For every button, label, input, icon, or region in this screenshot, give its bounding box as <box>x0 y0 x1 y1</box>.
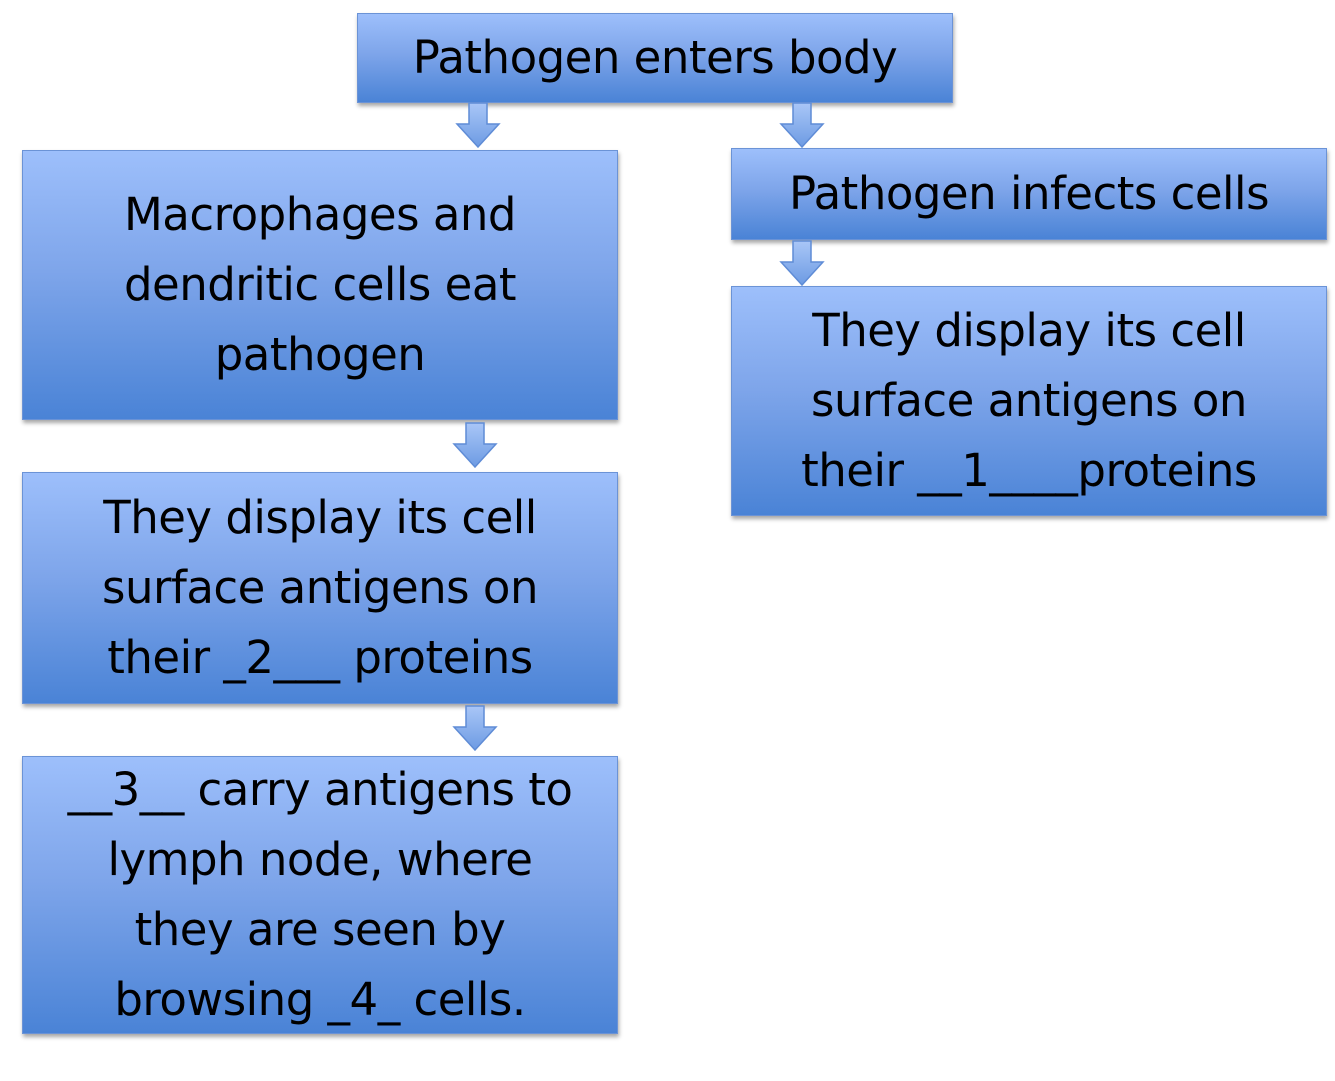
node-label: Pathogen enters body <box>412 31 898 84</box>
node-label: __3__ carry antigens to lymph node, wher… <box>67 763 573 1026</box>
node-label: They display its cell surface antigens o… <box>801 304 1257 497</box>
down-arrow-icon <box>452 422 498 468</box>
node-display-antigens-left: They display its cell surface antigens o… <box>22 472 618 704</box>
down-arrow-icon <box>452 705 498 751</box>
node-display-antigens-right: They display its cell surface antigens o… <box>731 286 1327 516</box>
down-arrow-icon <box>455 102 501 148</box>
node-macrophages-eat-pathogen: Macrophages and dendritic cells eat path… <box>22 150 618 420</box>
node-pathogen-enters-body: Pathogen enters body <box>357 13 953 103</box>
down-arrow-icon <box>779 102 825 148</box>
node-label: Macrophages and dendritic cells eat path… <box>123 188 517 381</box>
node-pathogen-infects-cells: Pathogen infects cells <box>731 148 1327 240</box>
node-carry-antigens: __3__ carry antigens to lymph node, wher… <box>22 756 618 1034</box>
node-label: Pathogen infects cells <box>788 167 1270 220</box>
node-label: They display its cell surface antigens o… <box>102 491 538 684</box>
down-arrow-icon <box>779 240 825 286</box>
